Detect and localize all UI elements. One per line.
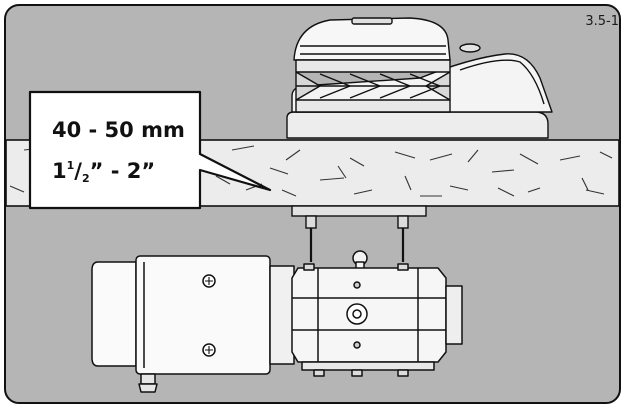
imperial-frac-num: 1: [66, 159, 75, 172]
metric-thickness: 40 - 50 mm: [52, 118, 185, 142]
mounting-studs: [291, 205, 427, 262]
windlass-deck-unit: [286, 17, 553, 139]
gearbox: [291, 250, 463, 377]
imperial-frac-den: 2: [81, 172, 90, 185]
imperial-thickness: 11/2” - 2”: [52, 159, 156, 185]
imperial-rest: ” - 2”: [89, 159, 156, 183]
deck-thickness-label: 40 - 50 mm 11/2” - 2”: [52, 112, 185, 197]
figure-number: 3.5-1: [585, 14, 619, 29]
thickness-callout: [28, 90, 272, 210]
imperial-whole: 1: [52, 159, 67, 183]
electric-motor: [91, 255, 295, 393]
